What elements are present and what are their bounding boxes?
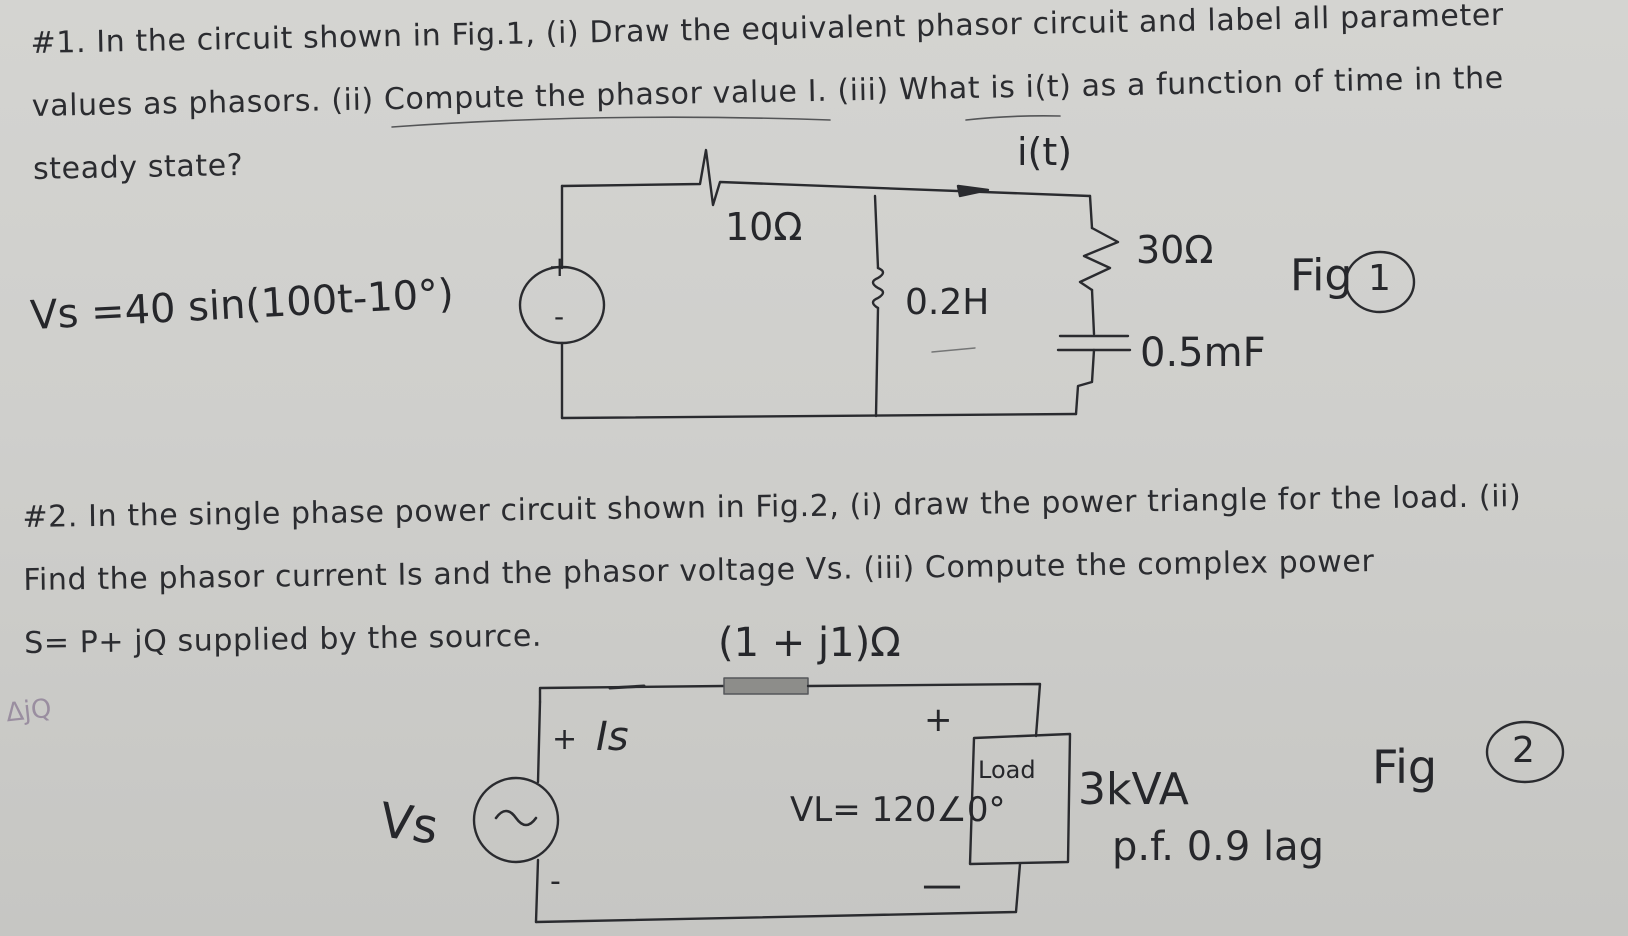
fig2-margin-note: ΔjQ — [4, 693, 53, 729]
fig2-source-minus: - — [550, 864, 561, 899]
fig1-inductor-icon — [871, 266, 885, 310]
fig1-number-circle — [1344, 250, 1416, 314]
fig2-load-plus: + — [924, 700, 953, 740]
fig1-current-label: i(t) — [1017, 130, 1073, 174]
fig1-fig-number: 1 — [1368, 258, 1391, 299]
fig2-bottom-wire — [534, 862, 1022, 924]
fig1-inductor-label: 0.2H — [905, 282, 990, 323]
fig2-ac-wave-icon — [494, 809, 538, 827]
fig1-right-wire-mid — [1090, 288, 1096, 336]
fig2-left-wire-top — [536, 700, 542, 784]
fig2-source-plus: + — [552, 722, 578, 757]
fig2-left-wire-bottom — [534, 858, 540, 924]
fig1-fig-label: Fig — [1290, 250, 1353, 301]
fig2-source-label: Vs — [376, 792, 442, 856]
fig1-source-minus: - — [554, 300, 565, 333]
fig1-resistor-30-icon — [1078, 226, 1120, 292]
fig1-middle-wire-top — [873, 194, 880, 270]
fig1-source-plus: + — [548, 250, 572, 283]
fig2-fig-number: 2 — [1512, 730, 1535, 771]
fig2-power-label: 3kVA — [1078, 764, 1189, 815]
fig2-load-box-label: Load — [978, 756, 1036, 784]
fig1-right-wire-top — [1088, 194, 1094, 230]
fig2-fig-label: Fig — [1372, 740, 1438, 794]
fig1-right-wire-bottom — [1074, 348, 1096, 416]
fig1-bottom-wire — [560, 412, 1078, 420]
pen-mark-inductor — [931, 347, 976, 353]
fig2-load-box — [968, 732, 1072, 866]
pen-underline-1 — [391, 116, 831, 128]
fig2-impedance-label: (1 + j1)Ω — [718, 620, 901, 666]
fig2-pf-label: p.f. 0.9 lag — [1112, 824, 1325, 870]
fig2-number-circle — [1485, 720, 1565, 784]
pen-underline-2 — [965, 115, 1061, 121]
fig2-top-wire-right — [806, 682, 1042, 738]
fig1-resistor-30-label: 30Ω — [1136, 228, 1214, 272]
fig2-impedance-block-icon — [723, 677, 809, 695]
fig2-ac-source-icon — [472, 776, 560, 864]
fig2-top-wire-left — [538, 684, 726, 704]
fig1-middle-wire-bottom — [874, 306, 880, 418]
fig1-capacitor-label: 0.5mF — [1140, 330, 1266, 376]
fig2-current-arrow-icon — [608, 684, 646, 690]
fig2-load-voltage: VL= 120∠0° — [790, 790, 1006, 830]
fig2-current-label: Is — [596, 714, 629, 760]
fig2-load-minus: — — [922, 862, 962, 908]
fig1-resistor-10-label: 10Ω — [725, 205, 803, 249]
fig1-current-arrow-icon — [956, 184, 990, 198]
fig1-top-wire — [560, 148, 1092, 207]
